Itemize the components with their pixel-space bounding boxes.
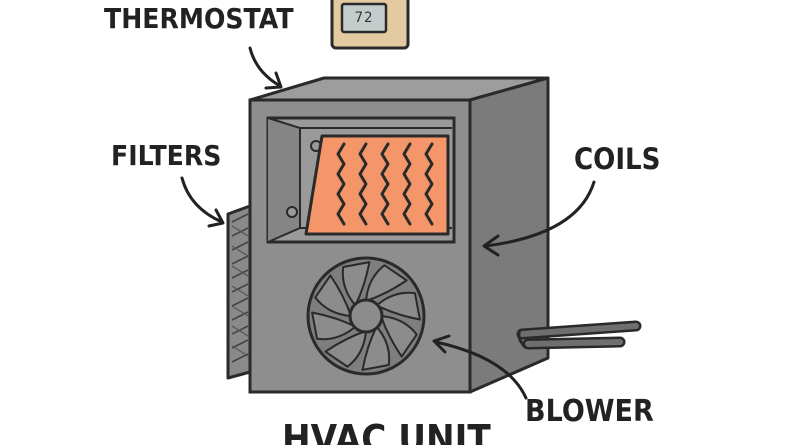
fan-blade [324, 330, 367, 368]
diagram-title: HVAC UNIT [282, 417, 491, 445]
fan-blade [314, 274, 352, 317]
fan-blade [365, 264, 408, 302]
fan-blade [341, 261, 371, 307]
coils-label: COILS [574, 142, 661, 176]
thermostat-label: THERMOSTAT [104, 2, 294, 35]
arrow-coils [484, 180, 596, 248]
arrow-filters [180, 176, 224, 224]
arrowhead-coils [482, 234, 500, 257]
refrigerant-pipes [516, 320, 642, 350]
fan-blade [375, 291, 421, 321]
coils-icon [304, 134, 450, 236]
filter-panel [226, 204, 252, 380]
filters-label: FILTERS [111, 139, 222, 172]
arrow-blower [434, 340, 528, 400]
arrowhead-filters [207, 208, 225, 228]
fan-blade [361, 325, 391, 371]
arrowhead-blower [432, 334, 451, 354]
blower-fan-icon [306, 256, 426, 376]
blower-label: BLOWER [525, 394, 654, 429]
thermostat-display: 72 [354, 10, 374, 26]
arrow-thermostat [248, 46, 282, 88]
callout-arrows [180, 46, 596, 400]
thermostat-icon [330, 0, 410, 50]
fan-blade [380, 315, 418, 358]
fan-blade [311, 311, 357, 341]
arrowhead-thermostat [264, 71, 283, 90]
